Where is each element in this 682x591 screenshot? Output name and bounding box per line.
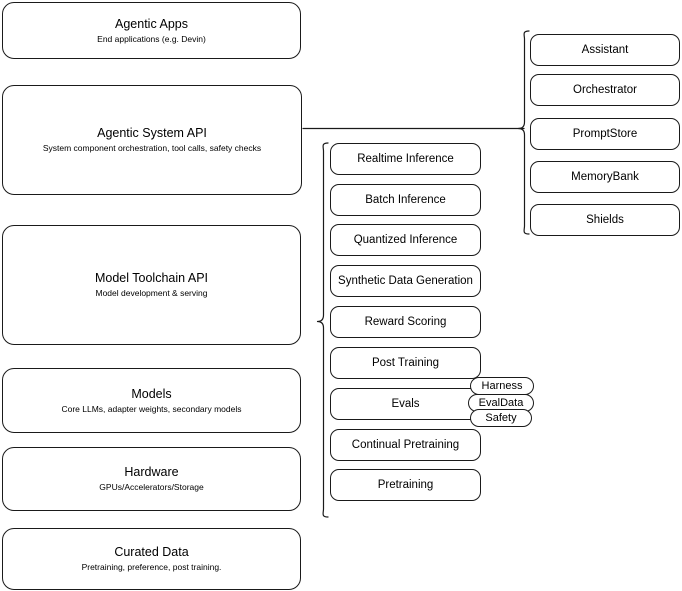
stack-layer-title: Agentic Apps xyxy=(115,16,188,31)
stack-layer-model-toolchain-api[interactable]: Model Toolchain API Model development & … xyxy=(2,225,301,345)
agentic-component-assistant[interactable]: Assistant xyxy=(530,34,680,66)
toolchain-component-continual-pretraining[interactable]: Continual Pretraining xyxy=(330,429,481,461)
agentic-component-shields[interactable]: Shields xyxy=(530,204,680,236)
stack-layer-title: Agentic System API xyxy=(97,126,207,140)
component-label: Post Training xyxy=(371,357,440,369)
component-label: Assistant xyxy=(581,44,629,56)
stack-layer-subtitle: Model development & serving xyxy=(95,288,208,298)
toolchain-component-pretraining[interactable]: Pretraining xyxy=(330,469,481,501)
toolchain-component-realtime-inference[interactable]: Realtime Inference xyxy=(330,143,481,175)
component-label: PromptStore xyxy=(572,128,638,140)
stack-layer-title: Model Toolchain API xyxy=(94,271,209,285)
component-label: Pretraining xyxy=(377,479,434,491)
stack-layer-agentic-system-api[interactable]: Agentic System API System component orch… xyxy=(2,85,302,195)
toolchain-component-post-training[interactable]: Post Training xyxy=(330,347,481,379)
stack-layer-models[interactable]: Models Core LLMs, adapter weights, secon… xyxy=(2,368,301,433)
stack-layer-curated-data[interactable]: Curated Data Pretraining, preference, po… xyxy=(2,528,301,590)
component-label: MemoryBank xyxy=(571,171,639,183)
component-label: Evals xyxy=(391,398,420,410)
stack-layer-subtitle: System component orchestration, tool cal… xyxy=(42,143,262,153)
component-label: Synthetic Data Generation xyxy=(338,275,473,287)
component-label: Batch Inference xyxy=(365,194,446,206)
component-label: Shields xyxy=(586,214,624,226)
component-label: Quantized Inference xyxy=(353,234,458,246)
badge-label: EvalData xyxy=(478,397,524,409)
evals-badge-harness[interactable]: Harness xyxy=(470,377,534,395)
component-label: Realtime Inference xyxy=(357,153,454,165)
evals-badge-safety[interactable]: Safety xyxy=(470,409,532,427)
stack-layer-title: Models xyxy=(131,386,172,401)
stack-layer-subtitle: Pretraining, preference, post training. xyxy=(81,562,222,572)
agentic-component-promptstore[interactable]: PromptStore xyxy=(530,118,680,150)
toolchain-component-synthetic-data-generation[interactable]: Synthetic Data Generation xyxy=(330,265,481,297)
component-label: Reward Scoring xyxy=(364,316,447,328)
badge-label: Safety xyxy=(485,412,517,424)
badge-label: Harness xyxy=(481,380,523,392)
toolchain-components-brace xyxy=(316,142,329,518)
stack-layer-title: Hardware xyxy=(124,465,179,479)
component-label: Continual Pretraining xyxy=(351,439,460,451)
agentic-components-brace xyxy=(517,30,530,235)
toolchain-component-evals[interactable]: Evals xyxy=(330,388,481,420)
component-label: Orchestrator xyxy=(573,84,637,96)
stack-layer-title: Curated Data xyxy=(114,545,189,559)
stack-layer-hardware[interactable]: Hardware GPUs/Accelerators/Storage xyxy=(2,447,301,511)
agentic-component-memorybank[interactable]: MemoryBank xyxy=(530,161,680,193)
toolchain-component-reward-scoring[interactable]: Reward Scoring xyxy=(330,306,481,338)
stack-layer-subtitle: Core LLMs, adapter weights, secondary mo… xyxy=(61,403,242,414)
stack-layer-subtitle: End applications (e.g. Devin) xyxy=(97,33,206,44)
agentic-component-orchestrator[interactable]: Orchestrator xyxy=(530,74,680,106)
stack-layer-subtitle: GPUs/Accelerators/Storage xyxy=(99,482,204,492)
toolchain-component-quantized-inference[interactable]: Quantized Inference xyxy=(330,224,481,256)
toolchain-component-batch-inference[interactable]: Batch Inference xyxy=(330,184,481,216)
stack-layer-agentic-apps[interactable]: Agentic Apps End applications (e.g. Devi… xyxy=(2,2,301,59)
